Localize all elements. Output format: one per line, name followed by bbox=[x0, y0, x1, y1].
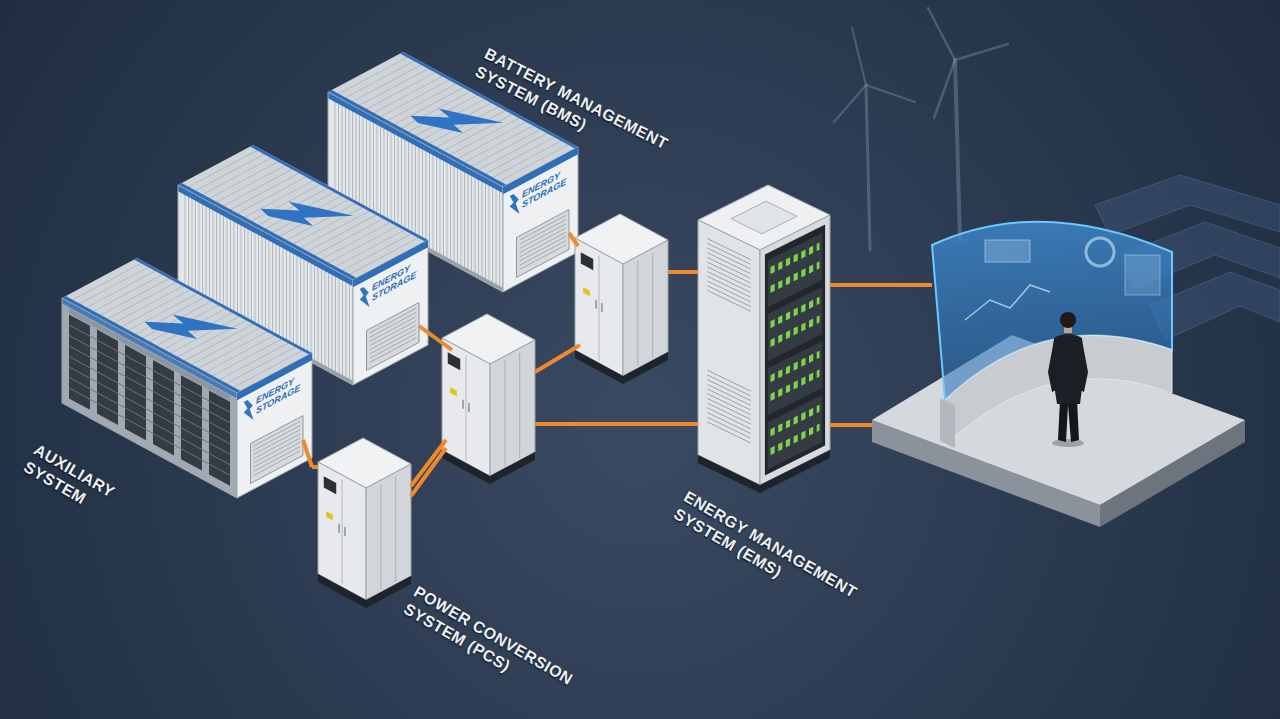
wind-turbines bbox=[834, 8, 1008, 250]
ems-rack bbox=[698, 185, 830, 493]
container-tag: ENERGY STORAGE bbox=[256, 370, 304, 416]
storage-container bbox=[62, 258, 312, 498]
container-tag: ENERGY STORAGE bbox=[372, 257, 420, 303]
control-room bbox=[872, 222, 1245, 527]
storage-container: BATTERY MANAGEMENT SYSTEM (BMS)ENERGY ST… bbox=[328, 52, 578, 292]
pcs-cabinet: POWER CONVERSION SYSTEM (PCS) bbox=[318, 436, 411, 608]
power-cable bbox=[303, 233, 932, 496]
operator-figure bbox=[1048, 312, 1088, 447]
pcs-cabinet bbox=[318, 438, 411, 608]
storage-container: AUXILIARY SYSTEMENERGY STORAGE bbox=[62, 258, 312, 498]
ems-rack: ENERGY MANAGEMENT SYSTEM (EMS) bbox=[698, 185, 830, 497]
system-label: AUXILIARY SYSTEM bbox=[20, 440, 140, 532]
pcs-cabinet bbox=[442, 314, 535, 484]
storage-container: ENERGY STORAGE bbox=[178, 145, 428, 385]
container-tag: ENERGY STORAGE bbox=[522, 164, 570, 210]
cable-connector bbox=[312, 465, 318, 469]
system-label: POWER CONVERSION SYSTEM (PCS) bbox=[400, 582, 589, 714]
pcs-cabinet bbox=[575, 214, 668, 384]
system-label: ENERGY MANAGEMENT SYSTEM (EMS) bbox=[670, 487, 876, 629]
system-label: BATTERY MANAGEMENT SYSTEM (BMS) bbox=[472, 44, 691, 182]
